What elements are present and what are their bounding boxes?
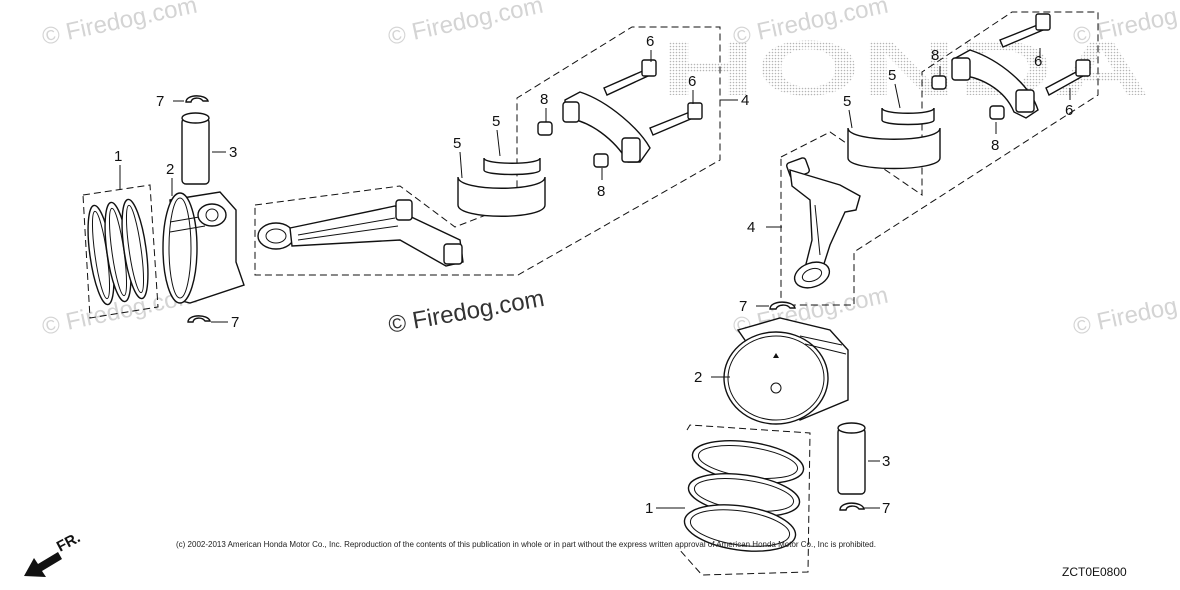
watermark-text: © Firedog.com	[1071, 282, 1180, 341]
copyright-notice: (c) 2002-2013 American Honda Motor Co., …	[176, 540, 876, 549]
right-piston-pin	[837, 422, 866, 495]
left-assembly: 1 2 3 7 7 4 5 5 6 6 8 8	[82, 26, 749, 331]
callout-2: 2	[694, 369, 702, 386]
callout-7: 7	[156, 93, 164, 110]
callout-6: 6	[1065, 102, 1073, 119]
callout-1: 1	[114, 148, 122, 165]
callout-7: 7	[882, 500, 890, 517]
left-rod-cap	[562, 91, 651, 163]
callout-4: 4	[741, 92, 749, 109]
center-watermark: © Firedog.com	[386, 285, 546, 339]
callout-8: 8	[931, 47, 939, 64]
callout-7: 7	[739, 298, 747, 315]
left-piston-rings	[82, 184, 159, 319]
right-dowel-bottom	[989, 105, 1005, 120]
callout-5: 5	[453, 135, 461, 152]
callout-7: 7	[231, 314, 239, 331]
watermark-text: © Firedog.com	[386, 0, 546, 51]
callout-8: 8	[540, 91, 548, 108]
honda-brand-watermark: HONDA	[660, 24, 1150, 112]
right-bolts	[999, 13, 1091, 96]
left-bolts	[603, 59, 703, 136]
callout-6: 6	[646, 33, 654, 50]
left-dowel-bottom	[593, 153, 609, 168]
callout-8: 8	[597, 183, 605, 200]
callout-6: 6	[688, 73, 696, 90]
left-piston-pin	[181, 112, 210, 185]
left-leader-lines	[119, 50, 738, 323]
left-circlip-top	[185, 95, 209, 103]
left-piston	[162, 191, 245, 304]
front-direction-indicator: FR.	[24, 529, 83, 577]
callout-3: 3	[229, 144, 237, 161]
right-piston	[723, 317, 849, 425]
callout-6: 6	[1034, 53, 1042, 70]
right-circlip-top	[769, 301, 796, 310]
left-group-frame	[254, 26, 721, 276]
right-bearings	[847, 107, 941, 170]
callout-8: 8	[991, 137, 999, 154]
right-piston-rings	[677, 424, 811, 576]
callout-3: 3	[882, 453, 890, 470]
right-leader-lines	[656, 48, 1071, 509]
callout-4: 4	[747, 219, 755, 236]
right-rod-cap	[951, 49, 1039, 119]
callout-5: 5	[888, 67, 896, 84]
callout-5: 5	[843, 93, 851, 110]
right-connecting-rod	[786, 157, 861, 289]
diagram-code: ZCT0E0800	[1062, 565, 1127, 579]
left-bearings	[457, 157, 546, 217]
callout-1: 1	[645, 500, 653, 517]
callout-2: 2	[166, 161, 174, 178]
right-assembly: 4 2 3 1 7 7 5 5 6 6 8 8	[645, 11, 1099, 576]
left-dowel-top	[537, 121, 553, 136]
right-circlip-bottom	[839, 502, 865, 511]
watermark-text: © Firedog.com	[40, 0, 200, 51]
right-dowel-top	[931, 75, 947, 90]
front-direction-label: FR.	[54, 529, 83, 555]
left-connecting-rod	[257, 199, 464, 267]
callout-5: 5	[492, 113, 500, 130]
left-circlip-bottom	[187, 315, 211, 323]
front-arrow-icon	[24, 552, 62, 577]
